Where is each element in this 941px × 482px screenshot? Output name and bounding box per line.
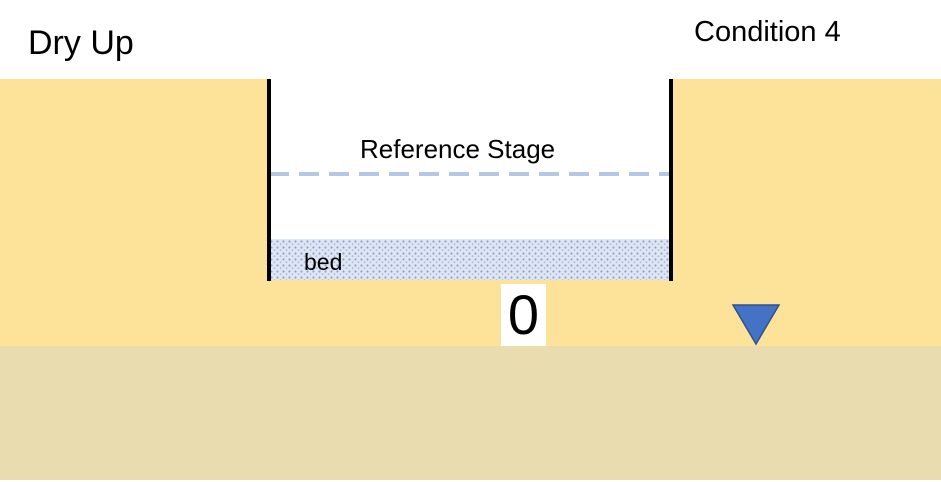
stage-value-label: 0	[501, 284, 546, 346]
triangle-down-icon	[731, 304, 781, 346]
scenario-title: Dry Up	[28, 24, 134, 62]
streambed-sediment	[269, 239, 671, 280]
reference-stage-label: Reference Stage	[360, 134, 556, 164]
bed-label: bed	[304, 249, 343, 275]
condition-label: Condition 4	[694, 16, 841, 48]
lower-soil-layer	[0, 346, 941, 480]
